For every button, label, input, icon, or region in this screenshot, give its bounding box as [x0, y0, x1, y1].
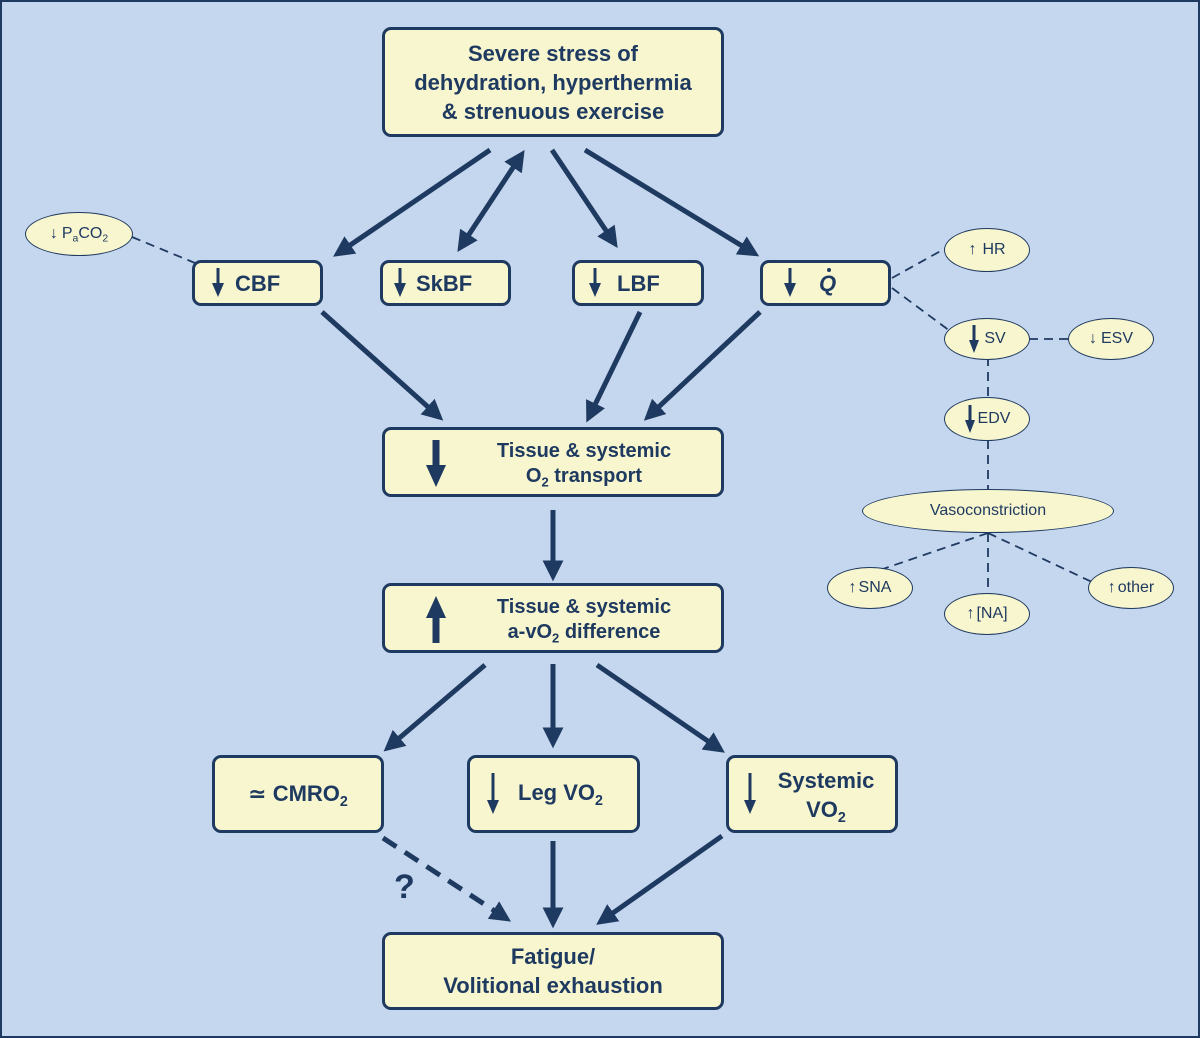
cardiac-output-label: Q — [819, 268, 837, 296]
skbf-box: SkBF — [380, 260, 511, 306]
fatigue-line-1: Fatigue/ — [510, 944, 596, 969]
arrow-stress-to-q — [583, 147, 760, 257]
down-arrow-icon — [487, 773, 499, 814]
cbf-label: CBF — [235, 271, 281, 296]
link-q-sv — [891, 287, 951, 332]
question-mark: ? — [394, 868, 415, 906]
esv-label: ESV — [1100, 330, 1133, 347]
down-arrow-icon — [969, 325, 980, 353]
skbf-label: SkBF — [416, 271, 473, 296]
esv-oval: ↓ ESV — [1068, 318, 1154, 360]
down-arrow-icon — [964, 405, 975, 433]
sv-oval: SV — [944, 318, 1030, 360]
lbf-box: LBF — [572, 260, 704, 306]
fatigue-box: Fatigue/ Volitional exhaustion — [382, 932, 724, 1010]
systemic-vo2-line-2: VO2 — [806, 797, 846, 826]
down-arrow-icon — [394, 268, 406, 297]
arrow-avo2-to-cmro2 — [383, 663, 487, 752]
vasoconstriction-label: Vasoconstriction — [929, 502, 1047, 519]
large-up-arrow-icon — [426, 596, 446, 643]
avo2-line-1: Tissue & systemic — [496, 596, 672, 618]
o2-transport-line-1: Tissue & systemic — [496, 440, 672, 462]
down-arrow-icon — [212, 268, 224, 297]
stress-line-3: & strenuous exercise — [441, 98, 665, 124]
other-label: other — [1117, 579, 1155, 596]
up-arrow-icon: ↑ — [966, 605, 975, 622]
link-vasoconstriction-sna — [879, 532, 989, 571]
lbf-label: LBF — [617, 271, 660, 296]
edv-label: EDV — [977, 410, 1011, 427]
arrow-lbf-to-transport — [586, 310, 643, 423]
link-paco2-cbf — [131, 236, 196, 264]
vasoconstriction-oval: Vasoconstriction — [862, 489, 1114, 533]
stress-line-1: Severe stress of — [467, 40, 638, 66]
paco2-oval: ↓ PaCO2 — [25, 212, 133, 256]
systemic-vo2-line-1: Systemic — [777, 768, 875, 793]
link-vasoconstriction-other — [987, 532, 1093, 583]
hr-oval: ↑ HR — [944, 228, 1030, 272]
na-label: [NA] — [976, 605, 1008, 622]
fatigue-line-2: Volitional exhaustion — [443, 973, 663, 998]
arrow-stress-skbf-bidirectional — [457, 149, 525, 253]
up-arrow-icon: ↑ — [848, 579, 857, 596]
down-arrow-icon — [784, 268, 796, 297]
stress-box: Severe stress of dehydration, hypertherm… — [382, 27, 724, 137]
avo2-line-2: a-vO2 difference — [507, 621, 661, 646]
down-arrow-icon: ↓ — [49, 225, 58, 242]
down-arrow-icon: ↓ — [1088, 330, 1097, 347]
sna-oval: ↑ SNA — [827, 567, 913, 609]
sv-label: SV — [984, 330, 1006, 347]
arrow-cbf-to-transport — [320, 310, 444, 421]
other-oval: ↑ other — [1088, 567, 1174, 609]
arrow-avo2-to-systemic-vo2 — [595, 662, 725, 753]
leg-vo2-box: Leg VO2 — [467, 755, 640, 833]
paco2-label: PaCO2 — [61, 225, 109, 245]
avo2-difference-box: Tissue & systemic a-vO2 difference — [382, 583, 724, 653]
na-oval: ↑ [NA] — [944, 593, 1030, 635]
cardiac-output-box: Q — [760, 260, 891, 306]
down-arrow-icon — [744, 773, 756, 814]
hr-label: HR — [982, 241, 1006, 258]
arrow-q-to-transport — [643, 310, 762, 421]
arrow-systemic-vo2-to-fatigue — [596, 833, 724, 925]
systemic-vo2-box: Systemic VO2 — [726, 755, 898, 833]
cmro2-label: ≃ CMRO2 — [248, 781, 348, 810]
up-arrow-icon: ↑ — [1107, 579, 1116, 596]
arrow-stress-to-lbf — [549, 148, 618, 248]
down-arrow-icon — [589, 268, 601, 297]
stress-line-2: dehydration, hyperthermia — [414, 69, 692, 95]
cbf-box: CBF — [192, 260, 323, 306]
o2-transport-line-2: O2 transport — [525, 465, 643, 490]
up-arrow-icon: ↑ — [968, 241, 977, 258]
edv-oval: EDV — [944, 397, 1030, 441]
link-q-hr — [891, 247, 947, 279]
sna-label: SNA — [858, 579, 892, 596]
large-down-arrow-icon — [426, 440, 446, 487]
leg-vo2-label: Leg VO2 — [518, 780, 603, 809]
cmro2-box: ≃ CMRO2 — [212, 755, 384, 833]
o2-transport-box: Tissue & systemic O2 transport — [382, 427, 724, 497]
